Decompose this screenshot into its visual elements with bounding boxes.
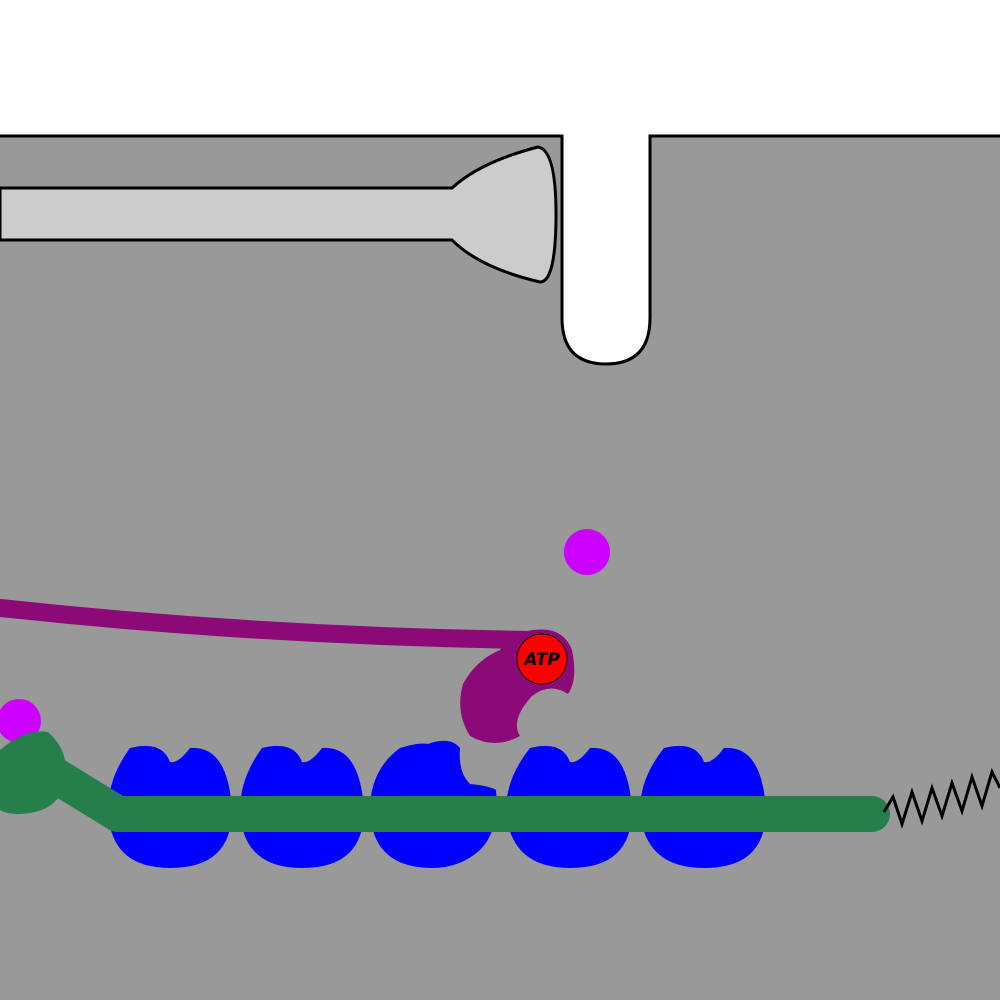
fiber-terminal xyxy=(0,145,558,284)
myosin-tail xyxy=(0,599,537,649)
spring xyxy=(882,767,1000,829)
calcium-ion xyxy=(564,529,610,575)
atp-molecule xyxy=(516,633,568,685)
calcium-ion xyxy=(0,699,41,743)
t-tubule-membrane-outline xyxy=(0,134,1000,366)
atp-label: ATP xyxy=(522,650,560,670)
troponin-complex xyxy=(0,731,66,814)
